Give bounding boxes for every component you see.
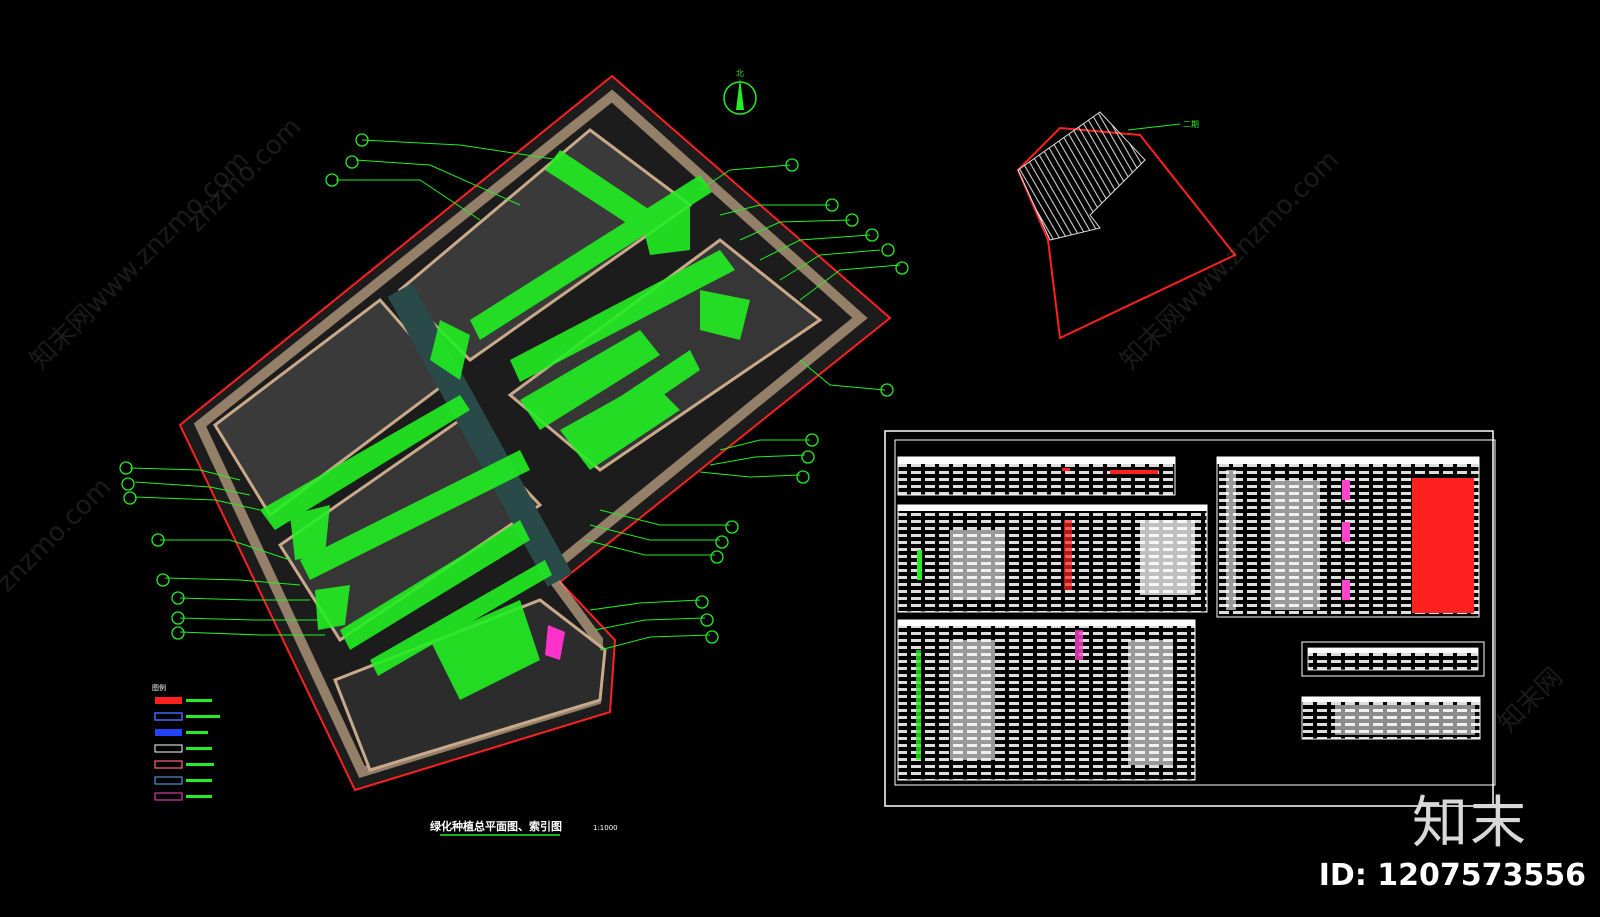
planting-areas	[260, 150, 750, 700]
north-label: 北	[736, 69, 744, 78]
site-plan: 北	[119, 69, 909, 792]
schedule-table-4	[1216, 456, 1480, 618]
drawing-title-block: 绿化种植总平面图、索引图 1:1000	[430, 819, 618, 836]
drawing-title: 绿化种植总平面图、索引图	[430, 819, 562, 833]
north-arrow	[723, 78, 757, 115]
image-id-label: ID: 1207573556	[1318, 858, 1586, 893]
key-plan: 二期	[1016, 111, 1237, 340]
legend: 图例	[152, 683, 220, 801]
schedule-sheet	[884, 430, 1496, 807]
building-block-north	[397, 128, 693, 362]
schedule-table-3	[897, 619, 1196, 781]
annotation-index-markers	[119, 133, 909, 644]
sheet-outer-border	[884, 430, 1494, 807]
main-road	[387, 283, 573, 587]
drawing-scale: 1:1000	[593, 824, 618, 832]
keyplan-hatched-area	[1017, 111, 1146, 241]
legend-title: 图例	[152, 683, 166, 692]
keyplan-label: 二期	[1183, 120, 1199, 129]
schedule-table-2	[897, 504, 1208, 613]
schedule-table-1	[897, 456, 1176, 496]
keyplan-boundary	[1016, 126, 1237, 340]
schedule-table-5	[1301, 641, 1485, 677]
annotation-leaders	[129, 139, 901, 651]
schedule-table-6	[1301, 696, 1481, 740]
brand-logo: 知末	[1412, 791, 1528, 856]
feature-plaza	[545, 625, 565, 660]
sheet-inner-border	[894, 439, 1496, 786]
